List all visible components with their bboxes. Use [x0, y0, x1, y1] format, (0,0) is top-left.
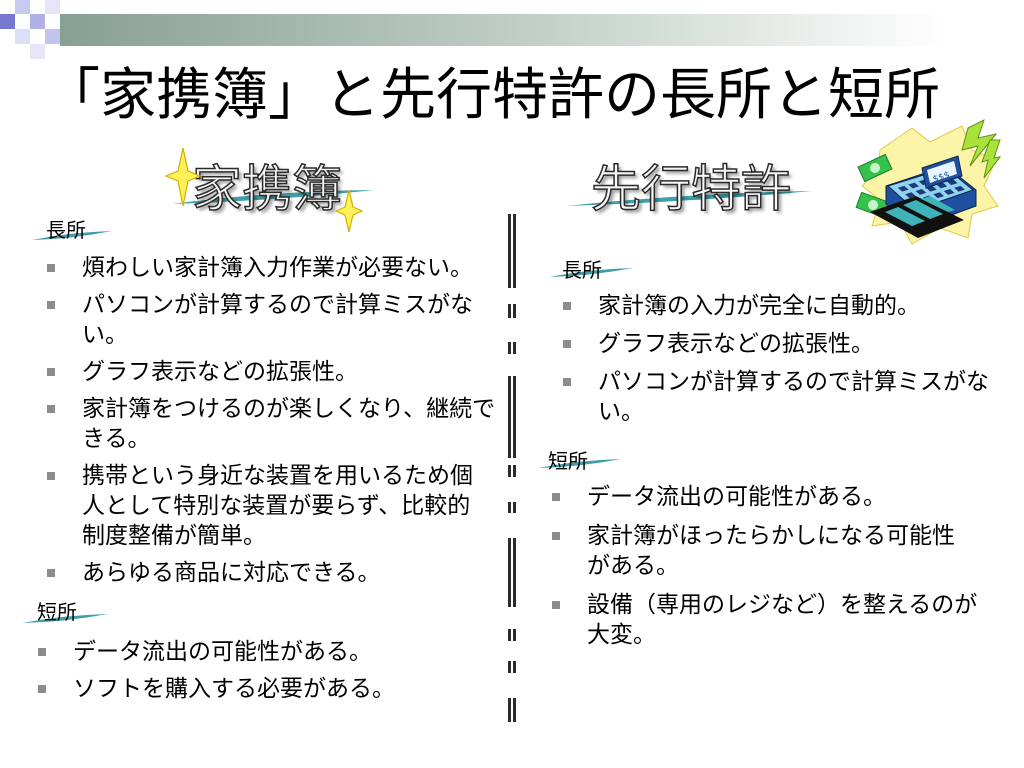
list-item: 家計簿がほったらかしになる可能性 がある。	[552, 521, 977, 581]
item-text-line: い。	[598, 399, 644, 425]
item-text-line: 家計簿の入力が完全に自動的。	[598, 293, 920, 319]
square-bullet-icon	[552, 493, 560, 501]
left-column-heading: 家携簿	[191, 159, 343, 219]
list-item: 携帯という身近な装置を用いるため個 人として特別な装置が要らず、比較的 制度整備…	[47, 461, 495, 551]
list-item: 家計簿の入力が完全に自動的。	[563, 291, 989, 321]
right-pros-label: 長所	[562, 258, 602, 282]
item-text-line: 煩わしい家計簿入力作業が必要ない。	[82, 255, 473, 281]
list-item: データ流出の可能性がある。	[552, 482, 977, 512]
right-cons-list: データ流出の可能性がある。 家計簿がほったらかしになる可能性 がある。 設備（専…	[552, 482, 977, 659]
square-bullet-icon	[38, 648, 46, 656]
square-bullet-icon	[47, 301, 55, 309]
square-bullet-icon	[47, 569, 55, 577]
square-bullet-icon	[47, 472, 55, 480]
list-item: グラフ表示などの拡張性。	[563, 329, 989, 359]
left-pros-label: 長所	[46, 218, 86, 242]
square-bullet-icon	[552, 601, 560, 609]
right-pros-list: 家計簿の入力が完全に自動的。 グラフ表示などの拡張性。 パソコンが計算するので計…	[563, 291, 989, 435]
item-text-line: 制度整備が簡単。	[82, 523, 266, 549]
item-text-line: 家計簿がほったらかしになる可能性	[587, 523, 955, 549]
item-text-line: 設備（専用のレジなど）を整えるのが	[587, 592, 978, 618]
right-cons-label: 短所	[548, 449, 588, 473]
item-text-line: きる。	[82, 426, 151, 452]
left-cons-list: データ流出の可能性がある。 ソフトを購入する必要がある。	[38, 637, 395, 711]
item-text-line: グラフ表示などの拡張性。	[82, 359, 358, 385]
item-text-line: データ流出の可能性がある。	[587, 484, 886, 510]
list-item: パソコンが計算するので計算ミスがな い。	[563, 367, 989, 427]
left-cons-label: 短所	[37, 600, 77, 624]
item-text-line: 大変。	[587, 622, 656, 648]
square-bullet-icon	[47, 264, 55, 272]
list-item: 煩わしい家計簿入力作業が必要ない。	[47, 253, 495, 283]
item-text-line: あらゆる商品に対応できる。	[82, 560, 381, 586]
item-text-line: 家計簿をつけるのが楽しくなり、継続で	[82, 396, 496, 422]
square-bullet-icon	[563, 302, 571, 310]
column-divider	[508, 214, 516, 722]
square-bullet-icon	[47, 368, 55, 376]
cash-register-icon: $$$	[855, 119, 1002, 245]
list-item: ソフトを購入する必要がある。	[38, 674, 395, 704]
corner-squares	[0, 0, 60, 59]
square-bullet-icon	[38, 685, 46, 693]
list-item: 設備（専用のレジなど）を整えるのが 大変。	[552, 590, 977, 650]
square-bullet-icon	[47, 405, 55, 413]
square-bullet-icon	[552, 532, 560, 540]
list-item: パソコンが計算するので計算ミスがな い。	[47, 290, 495, 350]
item-text-line: グラフ表示などの拡張性。	[598, 331, 874, 357]
item-text-line: い。	[82, 322, 128, 348]
square-bullet-icon	[563, 340, 571, 348]
item-text-line: ソフトを購入する必要がある。	[73, 676, 395, 702]
list-item: 家計簿をつけるのが楽しくなり、継続で きる。	[47, 394, 495, 454]
item-text-line: パソコンが計算するので計算ミスがな	[82, 292, 473, 318]
item-text-line: 人として特別な装置が要らず、比較的	[82, 493, 471, 519]
item-text-line: 携帯という身近な装置を用いるため個	[82, 463, 473, 489]
item-text-line: データ流出の可能性がある。	[73, 639, 372, 665]
item-text-line: パソコンが計算するので計算ミスがな	[598, 369, 989, 395]
item-text-line: がある。	[587, 553, 679, 579]
square-bullet-icon	[563, 378, 571, 386]
left-pros-list: 煩わしい家計簿入力作業が必要ない。 パソコンが計算するので計算ミスがな い。 グ…	[47, 253, 495, 595]
top-gradient-bar	[60, 14, 1024, 46]
slide-title: 「家携簿」と先行特許の長所と短所	[44, 63, 940, 128]
list-item: データ流出の可能性がある。	[38, 637, 395, 667]
heading-underline-strokes	[172, 190, 812, 206]
list-item: グラフ表示などの拡張性。	[47, 357, 495, 387]
list-item: あらゆる商品に対応できる。	[47, 558, 495, 588]
label-underline-strokes	[22, 231, 633, 623]
right-column-heading: 先行特許	[590, 159, 792, 219]
